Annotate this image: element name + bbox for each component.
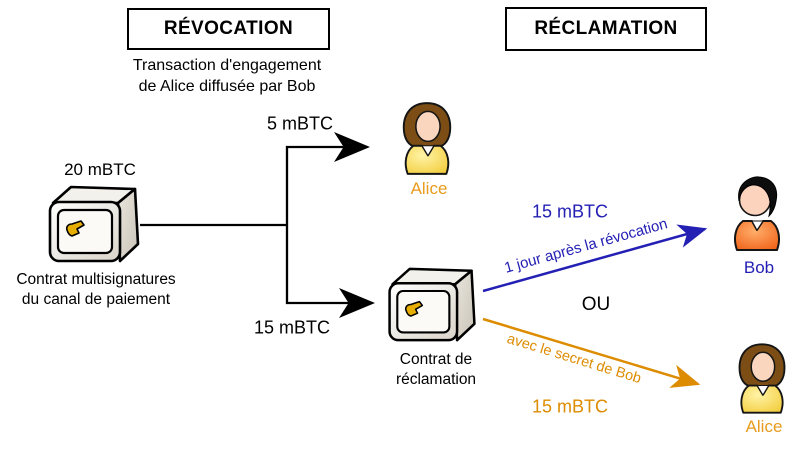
alice-bottom-name: Alice [745, 417, 783, 436]
claim-caption-line1: Contrat de [399, 351, 473, 368]
alice-top-avatar [396, 100, 458, 176]
alice-branch-amount: 15 mBTC [531, 396, 609, 417]
or-label: OU [581, 294, 611, 315]
claim-safe-icon [383, 264, 481, 345]
multisig-caption: Contrat multisignatures du canal de paie… [16, 270, 175, 310]
multisig-safe-icon [43, 182, 145, 266]
arrow-to-alice-top [285, 132, 370, 225]
bob-name: Bob [743, 258, 775, 277]
arrow-to-claim-contract [285, 225, 375, 318]
subtitle-line2: de Alice diffusée par Bob [138, 78, 316, 95]
revocation-header-label: RÉVOCATION [163, 18, 294, 39]
arrow-claim-to-bob [482, 224, 708, 293]
bob-branch-amount: 15 mBTC [531, 201, 609, 222]
reclamation-header-label: RÉCLAMATION [534, 18, 678, 39]
bob-avatar [725, 174, 789, 252]
branch-top-amount: 5 mBTC [266, 113, 334, 134]
subtitle-line1: Transaction d'engagement [132, 57, 322, 74]
alice-top-name: Alice [410, 179, 448, 198]
branch-bottom-amount: 15 mBTC [253, 317, 331, 338]
arrow-claim-to-alice [482, 317, 701, 388]
multisig-caption-line2: du canal de paiement [21, 291, 171, 308]
multisig-caption-line1: Contrat multisignatures [16, 271, 176, 288]
commitment-subtitle: Transaction d'engagement de Alice diffus… [128, 55, 326, 97]
multisig-amount: 20 mBTC [64, 160, 136, 179]
reclamation-header: RÉCLAMATION [505, 7, 707, 51]
alice-bottom-avatar [732, 341, 792, 415]
claim-caption: Contrat de réclamation [396, 350, 476, 390]
revocation-header: RÉVOCATION [127, 8, 330, 50]
claim-caption-line2: réclamation [395, 371, 477, 388]
